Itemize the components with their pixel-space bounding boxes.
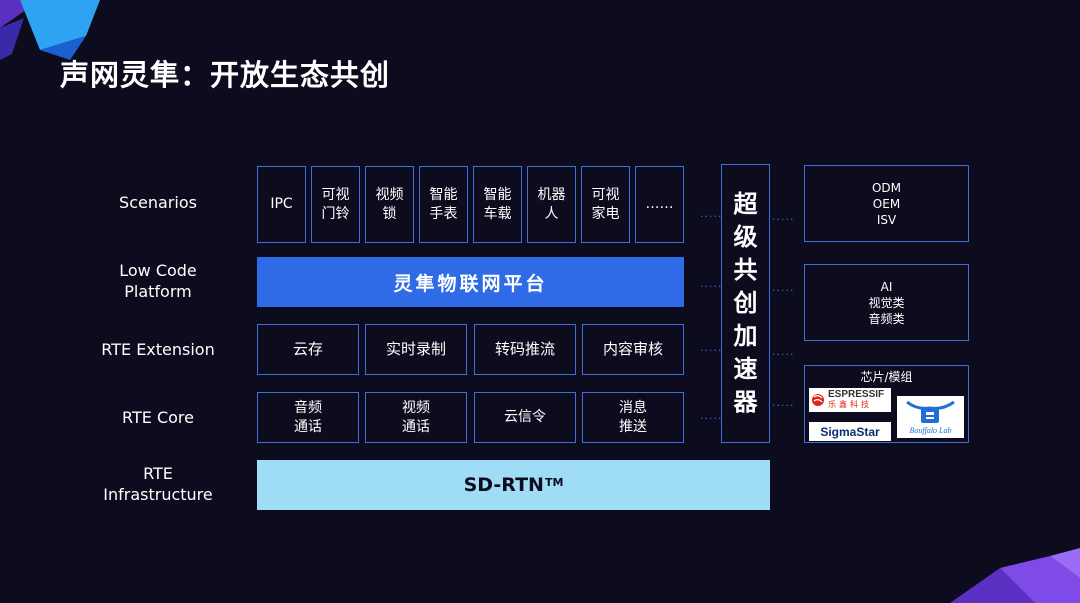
extension-box: 内容审核 bbox=[582, 324, 684, 375]
accelerator-char: 器 bbox=[733, 388, 758, 416]
row-label-line: Low Code bbox=[119, 261, 197, 280]
connector-dots: ····· bbox=[700, 280, 723, 293]
core-box: 消息推送 bbox=[582, 392, 684, 443]
scenario-box: …… bbox=[635, 166, 684, 243]
partner-text: 视觉类 bbox=[868, 295, 905, 310]
scenario-box: 视频锁 bbox=[365, 166, 414, 243]
scenario-box: 可视家电 bbox=[581, 166, 630, 243]
scenario-text: 智能 bbox=[429, 186, 458, 203]
extension-box: 实时录制 bbox=[365, 324, 467, 375]
accelerator-char: 创 bbox=[733, 289, 758, 317]
scenario-text: 门铃 bbox=[321, 205, 350, 222]
scenario-text: 家电 bbox=[591, 205, 620, 222]
core-text: 音频 bbox=[294, 399, 322, 416]
row-label-rte-core: RTE Core bbox=[122, 408, 194, 427]
scenario-text: 可视 bbox=[591, 186, 620, 203]
row-label-scenarios: Scenarios bbox=[119, 193, 197, 212]
scenario-text: 视频 bbox=[375, 186, 404, 203]
espressif-logo: ESPRESSIF 乐鑫科技 bbox=[809, 388, 891, 412]
connector-dots: ····· bbox=[700, 412, 723, 425]
core-text: 推送 bbox=[619, 418, 647, 435]
espressif-name: ESPRESSIF bbox=[828, 389, 885, 400]
scenario-text: 机器 bbox=[537, 186, 566, 203]
scenario-text: 智能 bbox=[483, 186, 512, 203]
sigmastar-logo: SigmaStar bbox=[809, 422, 891, 441]
scenario-text: 车载 bbox=[483, 205, 512, 222]
sd-rtn-label: SD-RTN bbox=[463, 474, 544, 496]
accelerator-char: 级 bbox=[733, 223, 758, 251]
accelerator-char: 共 bbox=[733, 256, 758, 284]
core-text: 视频 bbox=[402, 399, 430, 416]
trademark-mark: TM bbox=[544, 475, 564, 489]
connector-dots: ····· bbox=[700, 344, 723, 357]
scenario-text: 锁 bbox=[382, 205, 397, 222]
partner-box-chips: 芯片/模组 ESPRESSIF 乐鑫科技 SigmaStar Bouffalo … bbox=[804, 365, 969, 443]
core-text: 通话 bbox=[402, 418, 430, 435]
core-box: 视频通话 bbox=[365, 392, 467, 443]
extension-box: 转码推流 bbox=[474, 324, 576, 375]
partner-box-ai: AI 视觉类 音频类 bbox=[804, 264, 969, 341]
scenario-text: 手表 bbox=[429, 205, 458, 222]
partner-box-odm: ODM OEM ISV bbox=[804, 165, 969, 242]
core-text: 云信令 bbox=[504, 409, 546, 425]
core-box: 云信令 bbox=[474, 392, 576, 443]
accelerator-char: 速 bbox=[733, 355, 758, 383]
connector-dots: ····· bbox=[700, 210, 723, 223]
partner-text: AI bbox=[880, 279, 893, 294]
connector-dots: ····· bbox=[772, 284, 795, 297]
scenario-box: 可视门铃 bbox=[311, 166, 360, 243]
core-box: 音频通话 bbox=[257, 392, 359, 443]
row-label-line: RTE bbox=[143, 464, 173, 483]
accelerator-char: 超 bbox=[733, 190, 758, 218]
connector-dots: ····· bbox=[772, 348, 795, 361]
scenario-box: 智能手表 bbox=[419, 166, 468, 243]
chips-title: 芯片/模组 bbox=[860, 370, 913, 384]
partner-text: ISV bbox=[876, 212, 897, 227]
accelerator-box: 超 级 共 创 加 速 器 bbox=[721, 164, 770, 443]
iot-platform-bar: 灵隼物联网平台 bbox=[257, 257, 684, 307]
sigmastar-name: SigmaStar bbox=[820, 424, 880, 439]
page-title: 声网灵隼：开放生态共创 bbox=[60, 58, 391, 92]
accelerator-char: 加 bbox=[733, 322, 758, 350]
partner-text: 音频类 bbox=[868, 311, 905, 326]
row-label-line: Infrastructure bbox=[103, 485, 213, 504]
scenario-box: 机器人 bbox=[527, 166, 576, 243]
top-left-decoration bbox=[0, 0, 100, 60]
scenario-box: IPC bbox=[257, 166, 306, 243]
scenario-text: IPC bbox=[270, 196, 293, 212]
connector-dots: ····· bbox=[772, 399, 795, 412]
scenario-text: 人 bbox=[544, 205, 559, 222]
espressif-subtitle: 乐鑫科技 bbox=[828, 400, 872, 409]
core-text: 通话 bbox=[294, 418, 322, 435]
bouffalo-name: Bouffalo Lab bbox=[909, 426, 952, 435]
scenario-text: …… bbox=[645, 196, 674, 212]
partner-text: OEM bbox=[872, 196, 901, 211]
bouffalo-mark-icon bbox=[906, 400, 955, 423]
row-label-rte-infrastructure: RTE Infrastructure bbox=[78, 463, 238, 505]
extension-box: 云存 bbox=[257, 324, 359, 375]
connector-dots: ····· bbox=[772, 213, 795, 226]
bottom-right-decoration bbox=[950, 548, 1080, 603]
core-text: 消息 bbox=[619, 399, 647, 416]
bouffalo-logo: Bouffalo Lab bbox=[897, 396, 964, 438]
row-label-line: Platform bbox=[124, 282, 192, 301]
scenario-box: 智能车载 bbox=[473, 166, 522, 243]
espressif-mark-icon bbox=[812, 394, 824, 406]
row-label-rte-extension: RTE Extension bbox=[101, 340, 215, 359]
partner-text: ODM bbox=[871, 180, 902, 195]
scenario-text: 可视 bbox=[321, 186, 350, 203]
row-label-low-code-platform: Low Code Platform bbox=[78, 260, 238, 302]
